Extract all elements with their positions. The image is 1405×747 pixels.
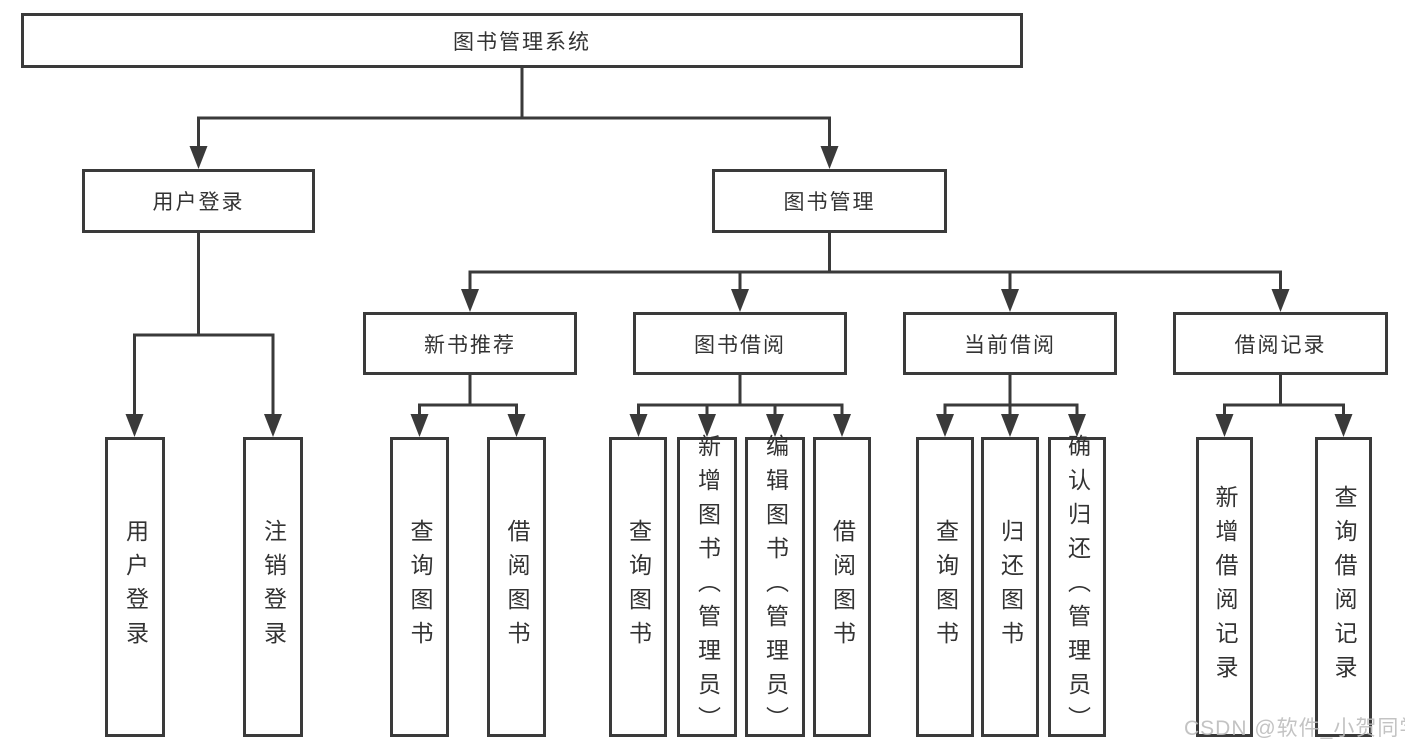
- leaf-add-borrow-record-label: 新增借阅记录: [1212, 485, 1238, 689]
- connector-root-to-level2: [189, 68, 839, 169]
- node-borrow-records: 借阅记录: [1173, 312, 1388, 375]
- leaf-query-book-borrow-label: 查询图书: [625, 519, 652, 655]
- leaf-edit-book-admin: 编辑图书（管理员）: [745, 434, 805, 740]
- leaf-user-login-label: 用户登录: [122, 519, 149, 655]
- node-user-login-label: 用户登录: [152, 191, 245, 214]
- leaf-add-book-admin: 新增图书（管理员）: [677, 434, 737, 740]
- leaf-query-book-current-label: 查询图书: [932, 519, 959, 655]
- connector-book-borrow-children: [629, 375, 851, 437]
- leaf-return-book: 归还图书: [981, 437, 1039, 737]
- node-borrow-records-label: 借阅记录: [1234, 333, 1327, 357]
- csdn-watermark: CSDN @软件_小贺同学: [1184, 717, 1405, 740]
- leaf-borrow-book: 借阅图书: [813, 437, 871, 737]
- leaf-query-book-borrow: 查询图书: [609, 437, 667, 737]
- leaf-query-book-recommend-label: 查询图书: [407, 519, 433, 655]
- connector-book-management-children: [461, 233, 1290, 312]
- leaf-add-borrow-record: 新增借阅记录: [1196, 437, 1253, 737]
- node-current-borrow: 当前借阅: [903, 312, 1117, 375]
- leaf-query-book-current: 查询图书: [916, 437, 974, 737]
- leaf-query-book-recommend: 查询图书: [390, 437, 449, 737]
- leaf-add-book-admin-label: 新增图书（管理员）: [694, 434, 721, 740]
- node-new-book-recommend: 新书推荐: [363, 312, 577, 375]
- connector-borrow-records-children: [1215, 375, 1353, 437]
- leaf-return-book-label: 归还图书: [997, 519, 1024, 655]
- leaf-confirm-return-admin: 确认归还（管理员）: [1048, 434, 1106, 740]
- node-book-management: 图书管理: [712, 169, 947, 233]
- leaf-confirm-return-admin-label: 确认归还（管理员）: [1064, 434, 1091, 740]
- leaf-query-borrow-record-label: 查询借阅记录: [1331, 485, 1357, 689]
- leaf-borrow-book-recommend-label: 借阅图书: [504, 519, 530, 655]
- connector-current-borrow-children: [936, 375, 1086, 437]
- node-current-borrow-label: 当前借阅: [964, 333, 1056, 357]
- node-root: 图书管理系统: [21, 13, 1023, 68]
- connector-user-login-children: [125, 233, 282, 437]
- node-new-book-recommend-label: 新书推荐: [424, 333, 516, 357]
- node-root-label: 图书管理系统: [453, 30, 591, 54]
- leaf-borrow-book-label: 借阅图书: [829, 519, 856, 655]
- node-user-login: 用户登录: [82, 169, 315, 233]
- node-book-management-label: 图书管理: [783, 191, 876, 214]
- leaf-edit-book-admin-label: 编辑图书（管理员）: [762, 434, 789, 740]
- connector-new-book-children: [410, 375, 526, 437]
- leaf-query-borrow-record: 查询借阅记录: [1315, 437, 1372, 737]
- leaf-borrow-book-recommend: 借阅图书: [487, 437, 546, 737]
- leaf-user-login: 用户登录: [105, 437, 165, 737]
- leaf-logout-label: 注销登录: [260, 519, 287, 655]
- node-book-borrow: 图书借阅: [633, 312, 847, 375]
- leaf-logout: 注销登录: [243, 437, 303, 737]
- node-book-borrow-label: 图书借阅: [694, 333, 786, 357]
